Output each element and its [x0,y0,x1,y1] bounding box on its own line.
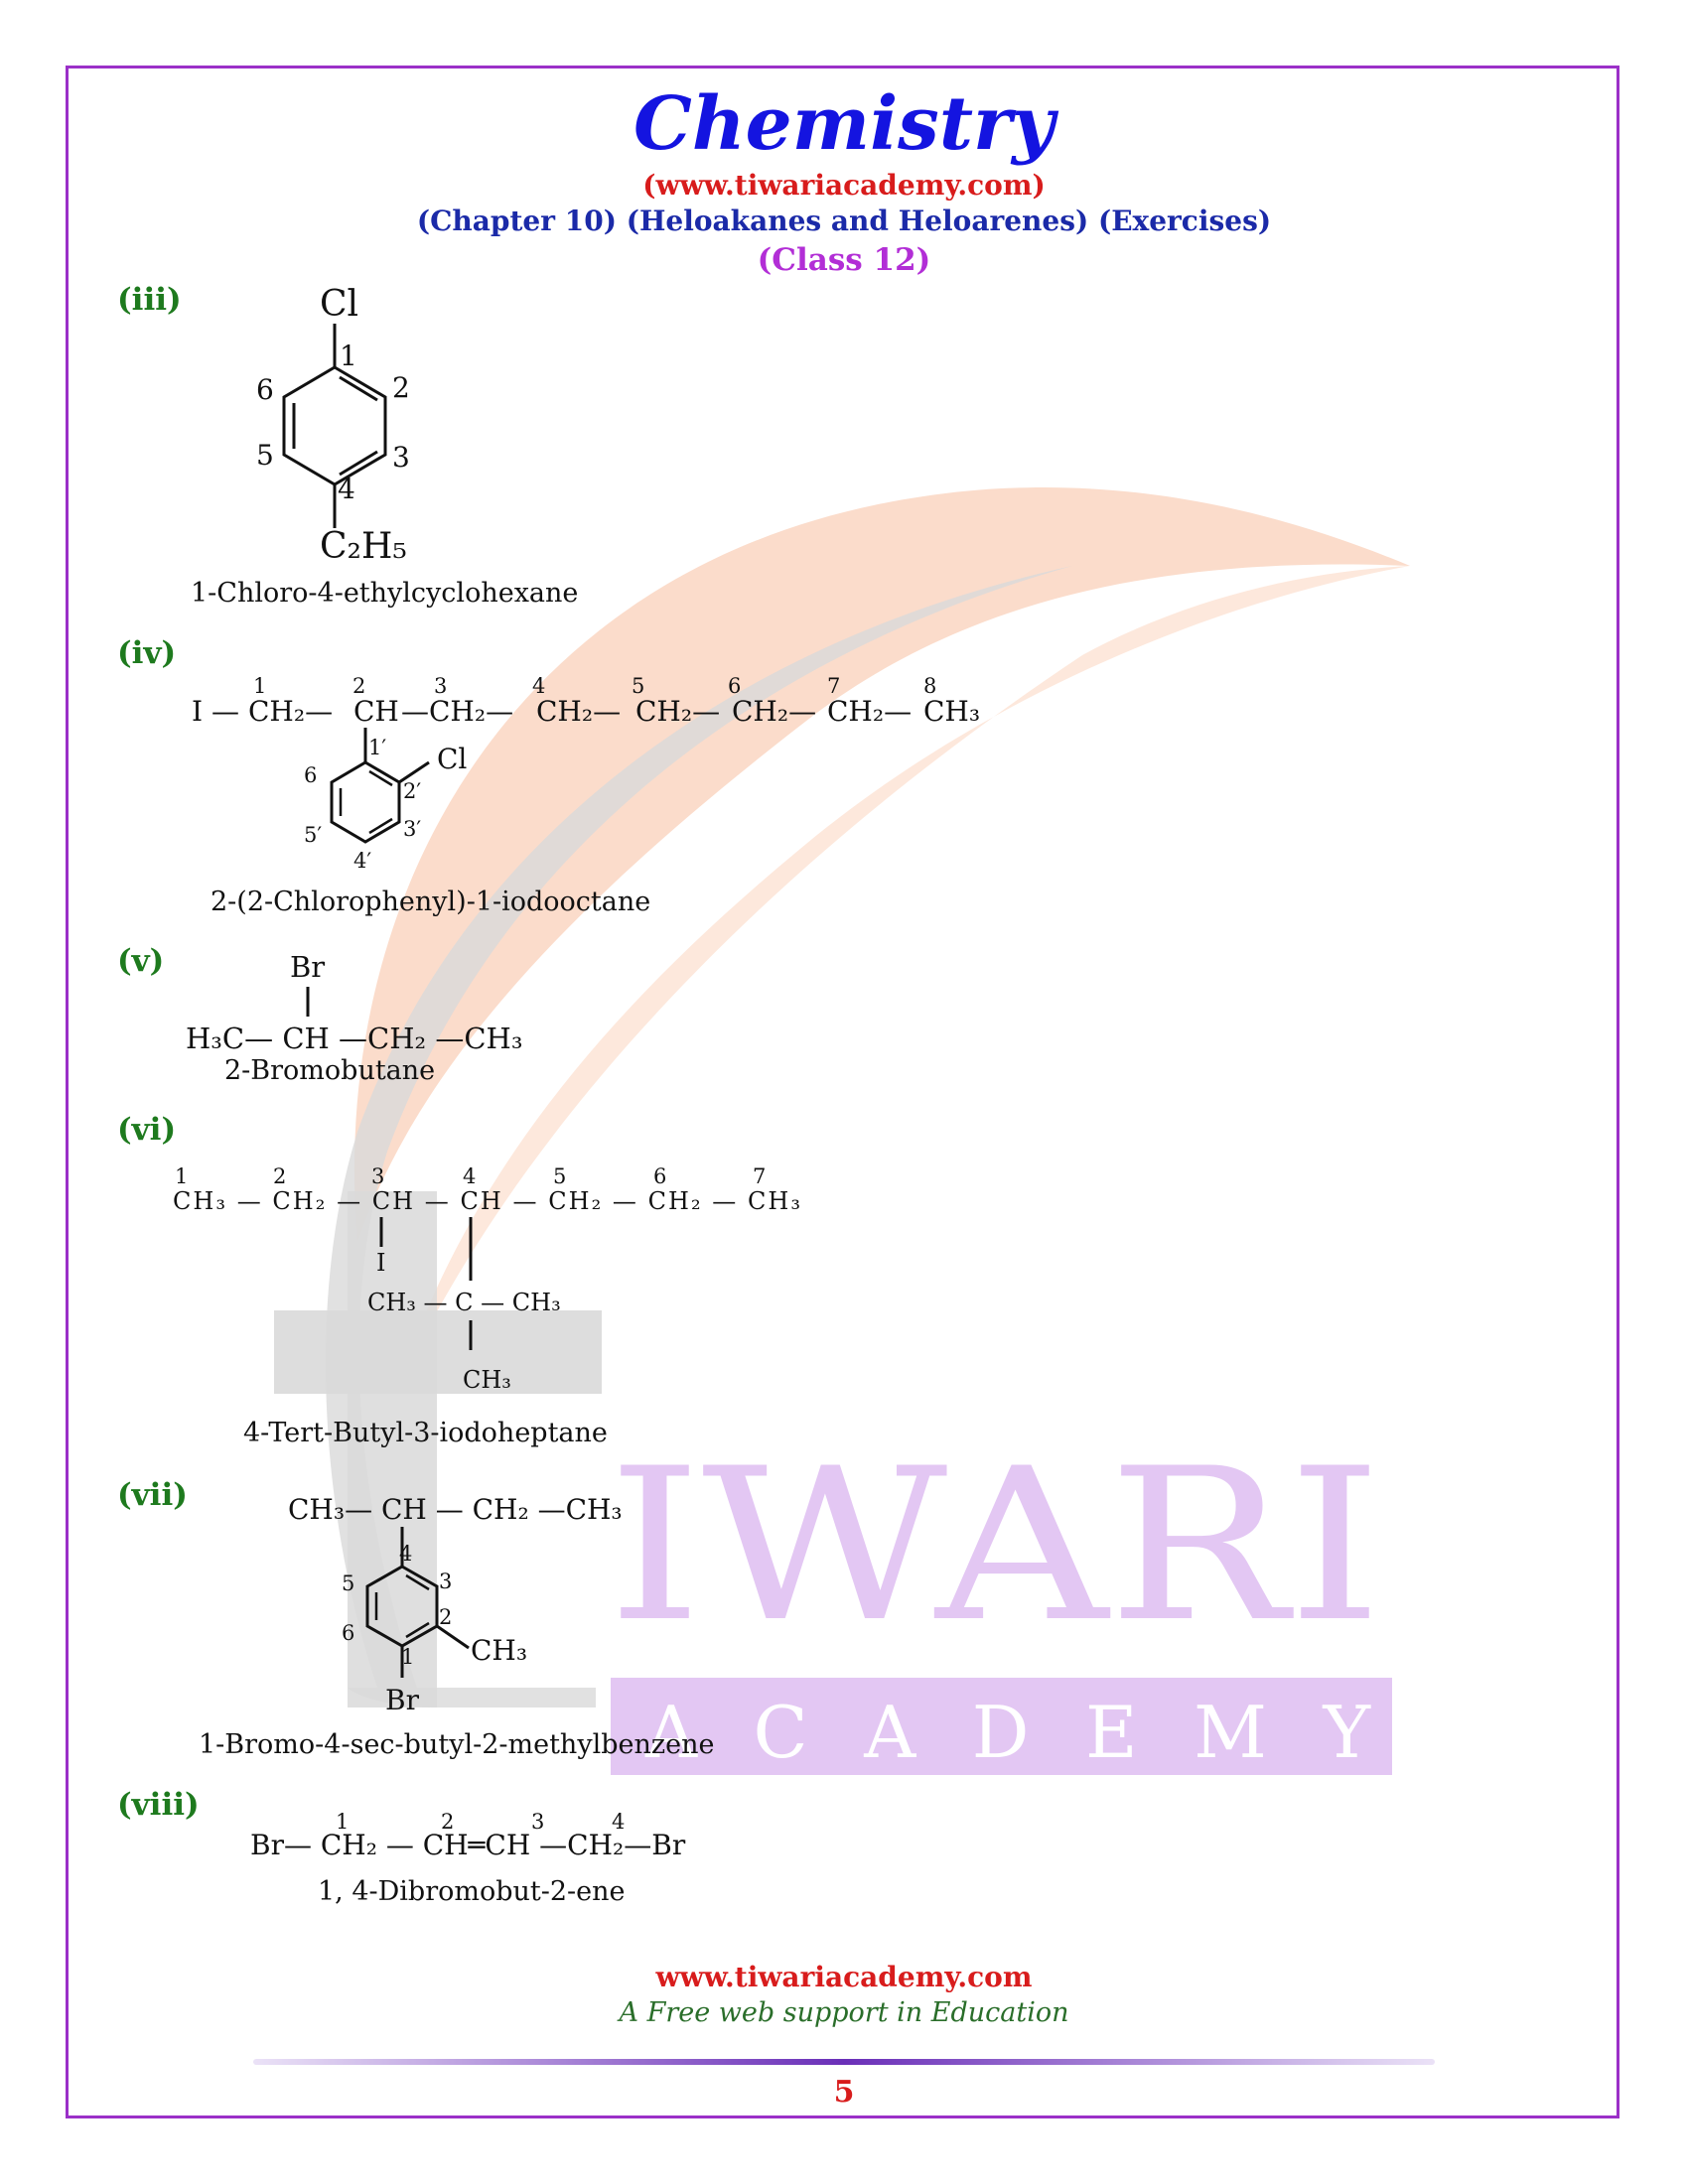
page-border [66,66,1619,2118]
compound-name-vi: 4-Tert-Butyl-3-iodoheptane [243,1418,608,1448]
watermark-word: IWARI [608,1423,1382,1668]
footer-tagline: A Free web support in Education [619,1997,1069,2028]
compound-name-iii: 1-Chloro-4-ethylcyclohexane [191,578,579,609]
watermark-subword: A C A D E M Y [644,1691,1371,1774]
item-label-iv: (iv) [117,635,177,671]
item-label-vi: (vi) [117,1112,177,1148]
item-label-iii: (iii) [117,282,182,318]
compound-name-viii: 1, 4-Dibromobut-2-ene [318,1876,626,1907]
item-label-viii: (viii) [117,1787,200,1823]
class-heading: (Class 12) [757,242,931,278]
watermark-t-foot [348,1688,596,1707]
item-label-v: (v) [117,943,165,979]
footer-website[interactable]: www.tiwariacademy.com [655,1961,1033,1993]
footer-divider [253,2059,1435,2065]
chapter-heading: (Chapter 10) (Heloakanes and Heloarenes)… [416,205,1272,237]
watermark-leaf [353,486,1410,1241]
header-website: (www.tiwariacademy.com) [642,169,1046,202]
page-number: 5 [833,2075,855,2110]
compound-name-v: 2-Bromobutane [224,1055,436,1086]
item-label-vii: (vii) [117,1477,188,1513]
watermark-t-stem [348,1191,437,1707]
compound-name-vii: 1-Bromo-4-sec-butyl-2-methylbenzene [199,1729,715,1760]
watermark-t-bar [274,1310,602,1394]
page-title: Chemistry [633,81,1055,167]
watermark-academy-bar [611,1678,1392,1775]
compound-name-iv: 2-(2-Chlorophenyl)-1-iodooctane [211,887,651,917]
